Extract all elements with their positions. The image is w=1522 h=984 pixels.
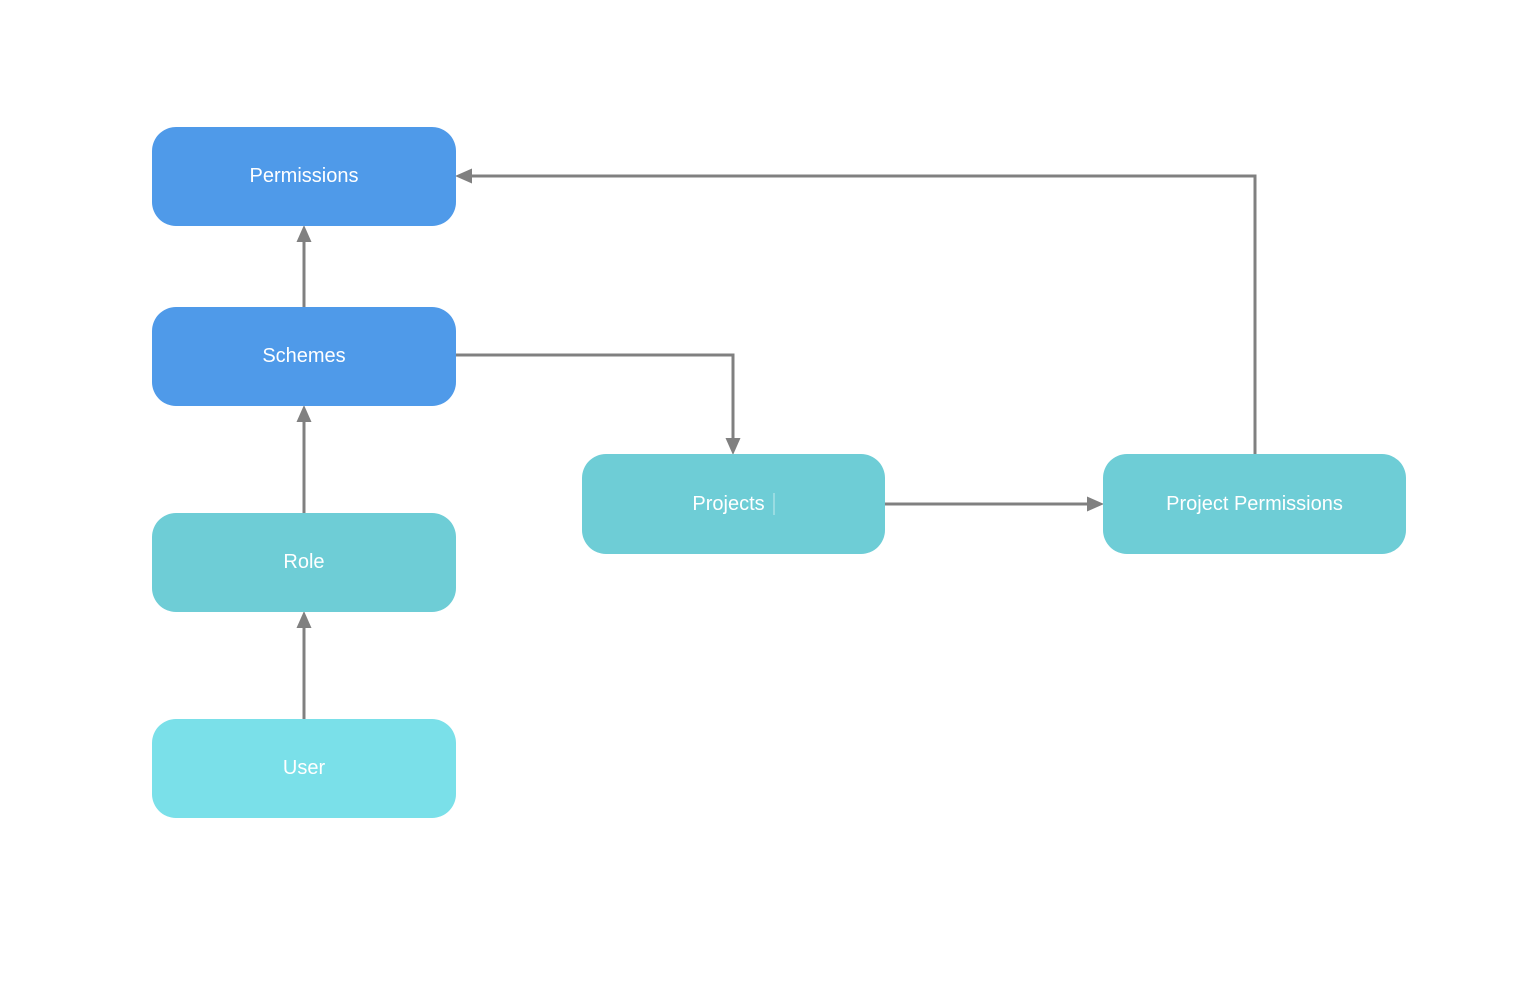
edge-schemes-to-projects[interactable] <box>456 353 741 455</box>
node-projects[interactable]: Projects <box>582 454 885 554</box>
text-cursor-artifact <box>772 493 775 515</box>
node-projects-label: Projects <box>692 492 765 515</box>
node-permissions[interactable]: Permissions <box>152 127 456 226</box>
node-role-label: Role <box>283 551 325 573</box>
node-user[interactable]: User <box>152 719 456 818</box>
node-project-permissions[interactable]: Project Permissions <box>1103 454 1406 554</box>
edge-project-permissions-to-permissions[interactable] <box>455 168 1257 455</box>
node-project-permissions-label: Project Permissions <box>1166 492 1343 515</box>
node-schemes-label: Schemes <box>262 345 346 367</box>
node-permissions-label: Permissions <box>249 165 359 187</box>
edge-role-to-schemes[interactable] <box>296 405 312 513</box>
edge-projects-to-project-permissions[interactable] <box>885 496 1104 512</box>
node-user-label: User <box>282 757 326 779</box>
edge-user-to-role[interactable] <box>296 611 312 719</box>
node-schemes[interactable]: Schemes <box>152 307 456 406</box>
node-role[interactable]: Role <box>152 513 456 612</box>
edge-schemes-to-permissions[interactable] <box>296 225 312 307</box>
